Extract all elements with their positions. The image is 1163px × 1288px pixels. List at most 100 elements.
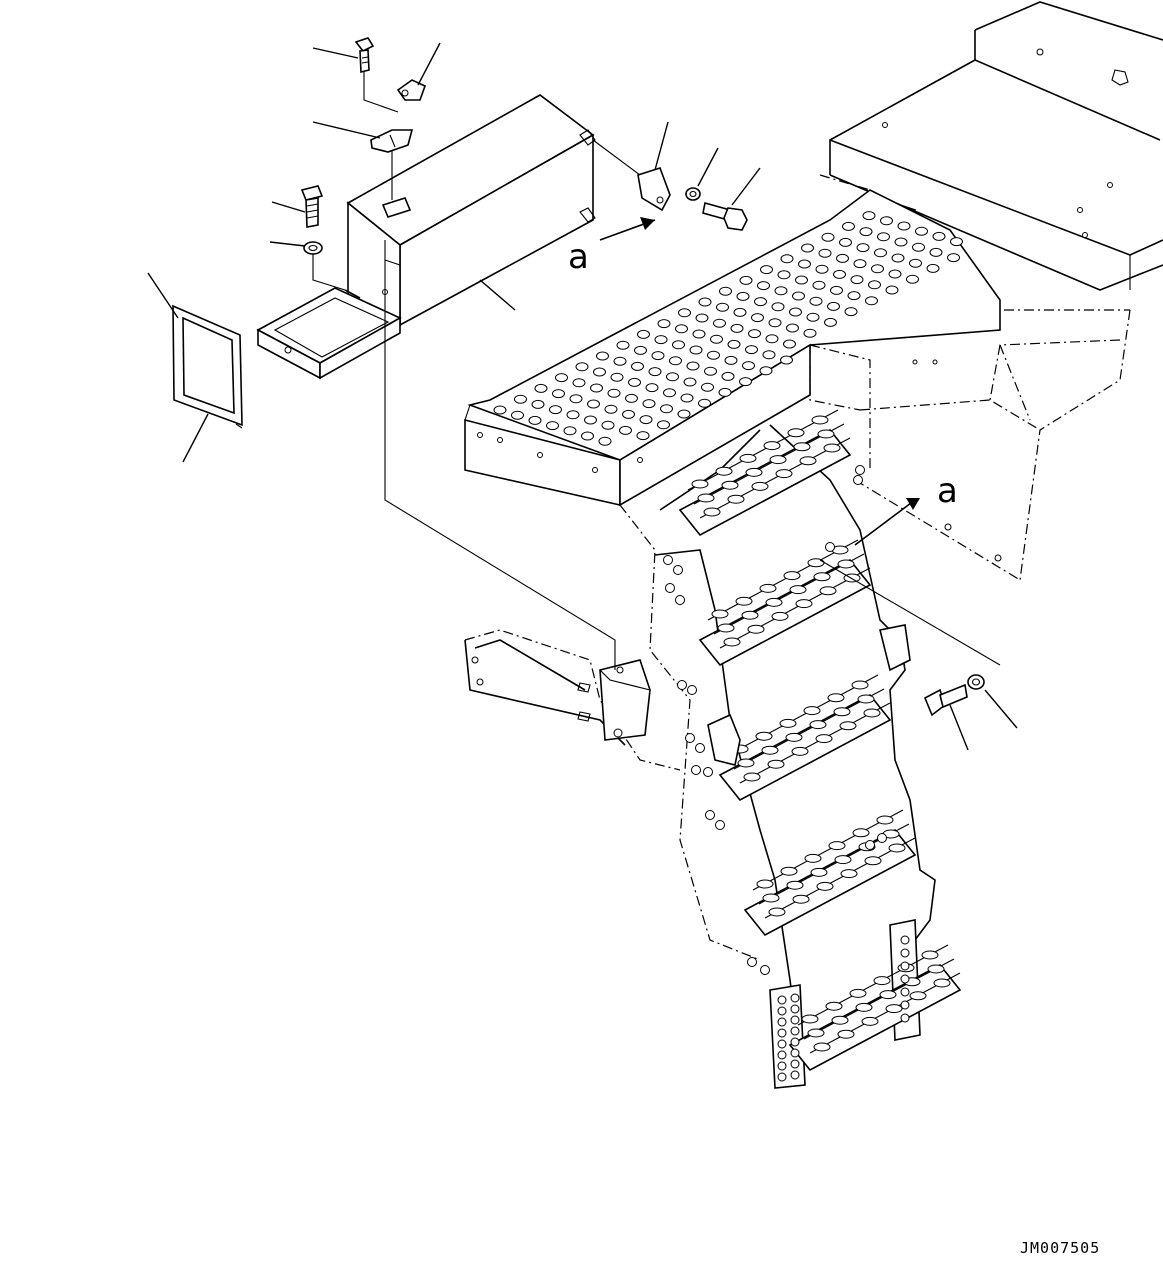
perforation-hole — [631, 361, 644, 371]
gasket-frame — [172, 304, 243, 429]
ladder-assembly — [619, 409, 962, 1089]
perforation-hole — [587, 399, 600, 409]
perforation-hole — [721, 371, 735, 381]
perforation-hole — [634, 345, 647, 355]
perforation-hole — [862, 211, 876, 221]
perforation-hole — [754, 297, 767, 307]
bottom-bolts — [777, 935, 910, 1082]
perforation-hole — [833, 269, 846, 279]
perforation-hole — [915, 226, 928, 236]
perforation-hole — [762, 350, 776, 360]
perforation-hole — [759, 366, 773, 376]
bolt-head — [747, 957, 757, 967]
perforation-hole — [677, 409, 691, 419]
perforation-hole — [815, 264, 829, 274]
perforation-hole — [774, 286, 788, 296]
perforation-hole — [827, 301, 840, 311]
perforation-hole — [569, 394, 583, 404]
perforation-hole — [742, 361, 755, 371]
bolt-head — [900, 987, 910, 997]
leader-line-2 — [417, 42, 441, 86]
perforation-hole — [850, 275, 864, 285]
perforation-hole — [926, 263, 940, 273]
perforation-hole — [885, 285, 899, 295]
perforation-hole — [739, 275, 753, 285]
perforation-hole — [836, 253, 849, 263]
perforation-hole — [909, 258, 922, 268]
bolt-head — [865, 840, 875, 850]
leader-line-5 — [269, 241, 306, 247]
perforation-hole — [680, 393, 694, 403]
perforation-hole — [701, 382, 714, 392]
perforation-hole — [888, 269, 902, 279]
perforation-hole — [639, 415, 653, 425]
bolt-head — [855, 465, 865, 475]
bolt-head — [790, 1070, 800, 1080]
perforation-hole — [877, 232, 890, 242]
bolt-head — [691, 765, 701, 775]
bolt-head — [677, 680, 687, 690]
bolt-head — [790, 1026, 800, 1036]
perforation-hole — [704, 366, 717, 376]
perforation-hole — [645, 383, 659, 393]
leader-line-8 — [479, 279, 516, 311]
perforation-hole — [566, 410, 580, 420]
support-bracket — [464, 629, 681, 771]
bolt-head — [703, 767, 713, 777]
perforation-hole — [929, 247, 943, 257]
bolt-head — [777, 995, 787, 1005]
perforation-hole — [549, 405, 562, 415]
perforation-hole — [692, 329, 706, 339]
perforation-hole — [780, 254, 794, 264]
perforation-hole — [780, 355, 793, 365]
leader-line-12 — [949, 704, 969, 751]
ladder-step — [698, 539, 872, 667]
leader-line-1 — [312, 47, 359, 59]
perforation-hole — [727, 339, 741, 349]
perforation-hole — [865, 296, 878, 306]
bolt-head — [663, 555, 673, 565]
view-label-a-upper: a — [568, 237, 589, 277]
perforation-hole — [821, 232, 835, 242]
perforation-hole — [663, 388, 676, 398]
perforation-hole — [648, 367, 662, 377]
bolt-head — [705, 810, 715, 820]
perforation-hole — [593, 367, 606, 377]
bolt-head — [665, 583, 675, 593]
bolt-head — [777, 1072, 787, 1082]
perforation-hole — [724, 355, 738, 365]
bolt-head — [790, 1059, 800, 1069]
perforation-hole — [590, 383, 603, 393]
bolt-head — [777, 1006, 787, 1016]
perforation-hole — [601, 420, 615, 430]
perforation-hole — [713, 318, 726, 328]
perforation-hole — [604, 404, 618, 414]
tool-box — [256, 94, 596, 380]
perforation-hole — [657, 420, 670, 430]
perforation-hole — [786, 323, 799, 333]
perforation-hole — [768, 318, 782, 328]
ladder-step — [678, 409, 852, 537]
perforation-hole — [853, 259, 867, 269]
bolt-head — [790, 1037, 800, 1047]
bolt-head — [790, 1015, 800, 1025]
perforation-hole — [610, 372, 624, 382]
leader-lines — [147, 42, 1018, 751]
perforation-hole — [806, 312, 820, 322]
perforation-hole — [765, 334, 779, 344]
perforation-hole — [906, 274, 919, 284]
perforation-hole — [839, 237, 852, 247]
perforation-hole — [669, 356, 682, 366]
perforation-hole — [651, 351, 665, 361]
perforation-hole — [803, 328, 817, 338]
perforation-hole — [830, 285, 843, 295]
perforation-hole — [874, 248, 887, 258]
perforation-hole — [716, 302, 729, 312]
perforation-hole — [760, 265, 773, 275]
perforation-hole — [795, 275, 808, 285]
perforation-hole — [897, 221, 911, 231]
perforation-hole — [616, 340, 630, 350]
bolt-head — [790, 993, 800, 1003]
